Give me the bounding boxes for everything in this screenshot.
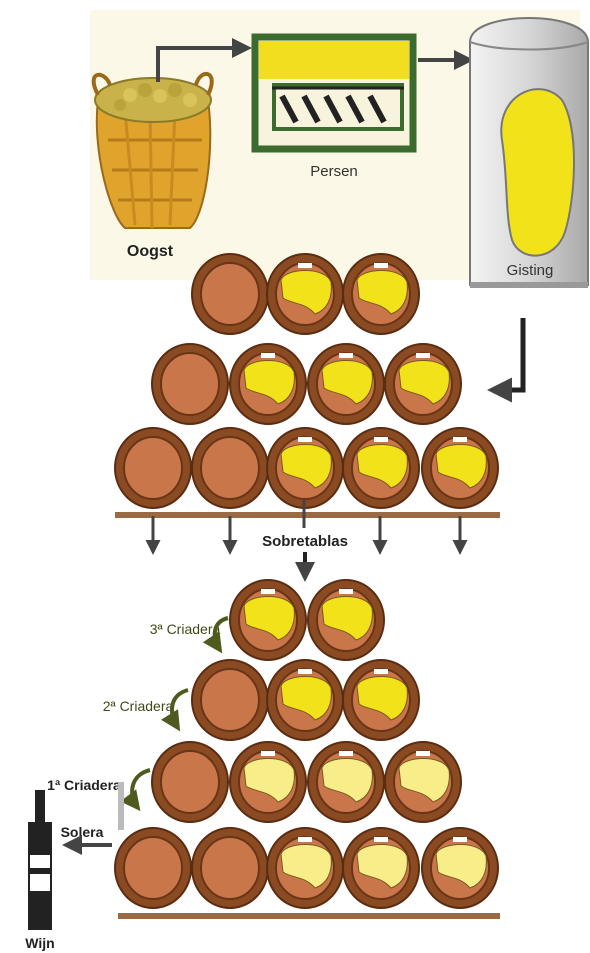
barrel-upper-mid-1 (230, 344, 306, 424)
barrel-criadera2-0 (192, 660, 268, 740)
barrel-upper-bottom-4 (422, 428, 498, 508)
barrel-upper-bottom-0 (115, 428, 191, 508)
barrel-upper-bottom-3 (343, 428, 419, 508)
sobretablas-label: Sobretablas (262, 533, 348, 550)
harvest-label: Oogst (127, 243, 174, 260)
criadera2-arrow (172, 690, 188, 728)
criadera1-to-solera-connector (118, 782, 124, 830)
lower-shelf (118, 913, 500, 919)
barrel-criadera2-1 (267, 660, 343, 740)
barrel-criadera3-1 (308, 580, 384, 660)
barrel-upper-mid-0 (152, 344, 228, 424)
barrel-criadera3-0 (230, 580, 306, 660)
barrel-solera-0 (115, 828, 191, 908)
barrel-upper-bottom-1 (192, 428, 268, 508)
upper-shelf (115, 512, 500, 518)
barrel-upper-top-2 (343, 254, 419, 334)
arrow-tank-to-barrels (492, 318, 523, 390)
criadera2-label: 2ª Criadera (103, 698, 174, 714)
harvest-basket-icon (94, 74, 212, 228)
criadera1-arrow (132, 770, 150, 808)
fermentation-tank-icon (470, 18, 588, 288)
fermentation-label: Gisting (507, 262, 554, 279)
barrel-upper-top-0 (192, 254, 268, 334)
barrel-solera-4 (422, 828, 498, 908)
barrel-criadera2-2 (343, 660, 419, 740)
criadera1-label: 1ª Criadera (47, 777, 121, 793)
criadera3-label: 3ª Criadera (150, 621, 221, 637)
barrel-upper-mid-2 (308, 344, 384, 424)
wine-label: Wijn (25, 935, 54, 951)
barrel-solera-3 (343, 828, 419, 908)
barrel-solera-2 (267, 828, 343, 908)
barrel-upper-mid-3 (385, 344, 461, 424)
barrel-solera-1 (192, 828, 268, 908)
wine-bottle-icon (28, 790, 52, 930)
press-icon (255, 37, 413, 149)
solera-label: Solera (61, 824, 104, 840)
barrel-upper-bottom-2 (267, 428, 343, 508)
barrel-criadera1-1 (230, 742, 306, 822)
barrel-criadera1-0 (152, 742, 228, 822)
press-label: Persen (310, 163, 358, 180)
barrel-upper-top-1 (267, 254, 343, 334)
sobretablas-barrel-stack (115, 254, 498, 508)
barrel-criadera1-3 (385, 742, 461, 822)
barrel-criadera1-2 (308, 742, 384, 822)
